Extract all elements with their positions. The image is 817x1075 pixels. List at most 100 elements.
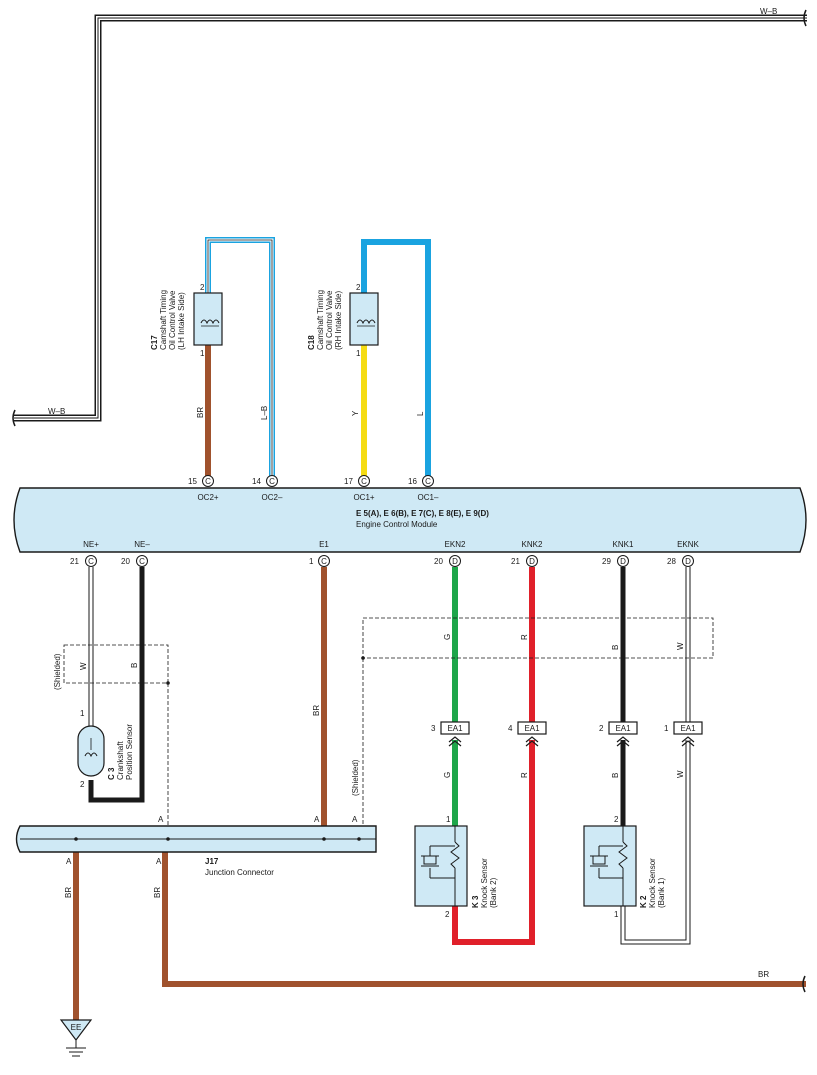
svg-text:C: C	[139, 557, 145, 566]
wire-label-wb-top: W–B	[760, 7, 777, 16]
wire-label-j17-out: BR	[153, 887, 162, 898]
svg-text:EA1: EA1	[615, 724, 631, 733]
svg-text:14: 14	[252, 477, 261, 486]
c3-pin-top: 1	[80, 709, 85, 718]
wire-label-eknk-upper: W	[676, 642, 685, 650]
wire-label-knk1-upper: B	[611, 645, 620, 650]
svg-text:EKNK: EKNK	[677, 540, 699, 549]
svg-text:17: 17	[344, 477, 353, 486]
j17-pin-a: A	[352, 815, 358, 824]
ecm-bottom-pin: D 21 KNK2	[511, 540, 543, 567]
c18-line3: (RH Intake Side)	[334, 291, 343, 350]
ground-icon	[59, 1019, 93, 1041]
wire-label-knk2-upper: R	[520, 634, 529, 640]
svg-text:1: 1	[664, 724, 669, 733]
k3-line1: Knock Sensor	[480, 858, 489, 908]
svg-text:OC1–: OC1–	[418, 493, 439, 502]
svg-text:E1: E1	[319, 540, 329, 549]
wire-label-c18-y: Y	[351, 410, 360, 416]
svg-text:KNK2: KNK2	[522, 540, 543, 549]
ecm-bottom-pin: D 28 EKNK	[667, 540, 700, 567]
svg-text:C: C	[321, 557, 327, 566]
c17-pin-bottom: 1	[200, 349, 205, 358]
wire-c18-loop	[361, 239, 431, 478]
wire-label-c17-lb: L–B	[260, 406, 269, 420]
wire-c17-loop	[205, 237, 275, 478]
svg-text:D: D	[620, 557, 626, 566]
c18-line2: Oil Control Valve	[325, 290, 334, 350]
svg-text:NE+: NE+	[83, 540, 99, 549]
wire-label-j17-ground: BR	[64, 887, 73, 898]
svg-text:OC2–: OC2–	[262, 493, 283, 502]
ecm-bottom-pin: C 21 NE+	[70, 540, 99, 567]
c3-id: C 3	[107, 767, 116, 780]
k2-id: K 2	[639, 895, 648, 908]
c3-line1: Crankshaft	[116, 741, 125, 780]
coil-icon	[84, 752, 98, 758]
ea1-connector: EA1 3	[431, 721, 470, 747]
shield-box-knock	[362, 617, 714, 659]
ecm-bottom-pin: C 1 E1	[309, 540, 330, 567]
wire-label-wb-left: W–B	[48, 407, 65, 416]
svg-text:21: 21	[70, 557, 79, 566]
ecm-top-pin: C 16 OC1–	[408, 475, 439, 502]
svg-text:16: 16	[408, 477, 417, 486]
ea1-connector: EA1 2	[599, 721, 638, 747]
coil-icon	[356, 319, 376, 325]
k2-pin-bottom: 1	[614, 910, 619, 919]
ecm-top-pin: C 14 OC2–	[252, 475, 283, 502]
k3-id: K 3	[471, 895, 480, 908]
c3-label: C 3 Crankshaft Position Sensor	[107, 724, 134, 780]
svg-text:KNK1: KNK1	[613, 540, 634, 549]
wire-label-eknk-lower: W	[676, 770, 685, 778]
ecm-id: E 5(A), E 6(B), E 7(C), E 8(E), E 9(D)	[356, 509, 489, 518]
wire-wb-top	[12, 9, 807, 427]
svg-text:OC1+: OC1+	[353, 493, 374, 502]
wire-label-ekn2-lower: G	[443, 772, 452, 778]
j17-pin-a: A	[314, 815, 320, 824]
wire-label-br-right: BR	[758, 970, 769, 979]
c18-label: C18 Camshaft Timing Oil Control Valve (R…	[307, 290, 343, 350]
c17-label: C17 Camshaft Timing Oil Control Valve (L…	[150, 290, 186, 350]
piezo-icon	[590, 826, 628, 906]
ecm-top-pin: C 17 OC1+	[344, 475, 375, 502]
svg-text:D: D	[685, 557, 691, 566]
shield-label-crank: (Shielded)	[53, 653, 62, 690]
wire-eknk-w	[620, 567, 691, 945]
c17-line3: (LH Intake Side)	[177, 292, 186, 350]
ecm-bottom-pin: D 29 KNK1	[602, 540, 634, 567]
svg-text:C: C	[88, 557, 94, 566]
svg-text:C: C	[205, 477, 211, 486]
k2-line2: (Bank 1)	[657, 877, 666, 908]
k2-pin-top: 2	[614, 815, 619, 824]
wire-label-knk1-lower: B	[611, 773, 620, 778]
svg-text:3: 3	[431, 724, 436, 733]
svg-text:D: D	[452, 557, 458, 566]
wire-label-c18-l: L	[416, 411, 425, 416]
c18-id: C18	[307, 335, 316, 350]
k3-line2: (Bank 2)	[489, 877, 498, 908]
svg-text:NE–: NE–	[134, 540, 150, 549]
c3-line2: Position Sensor	[125, 724, 134, 780]
k3-label: K 3 Knock Sensor (Bank 2)	[471, 858, 498, 908]
c3-pin-bottom: 2	[80, 780, 85, 789]
k3-pin-bottom: 2	[445, 910, 450, 919]
c17-id: C17	[150, 335, 159, 350]
wire-label-ne-plus: W	[79, 662, 88, 670]
c3-sensor-body	[77, 725, 105, 777]
svg-text:29: 29	[602, 557, 611, 566]
svg-text:EA1: EA1	[680, 724, 696, 733]
c18-valve-body	[349, 292, 379, 346]
k2-label: K 2 Knock Sensor (Bank 1)	[639, 858, 666, 908]
j17-id: J17	[205, 857, 219, 866]
j17-pin-a: A	[156, 857, 162, 866]
svg-text:20: 20	[121, 557, 130, 566]
coil-icon	[200, 319, 220, 325]
wire-label-knk2-lower: R	[520, 772, 529, 778]
c17-line2: Oil Control Valve	[168, 290, 177, 350]
ground-label: EE	[71, 1023, 82, 1032]
shield-label-knock: (Shielded)	[351, 759, 360, 796]
svg-text:EA1: EA1	[447, 724, 463, 733]
svg-text:15: 15	[188, 477, 197, 486]
